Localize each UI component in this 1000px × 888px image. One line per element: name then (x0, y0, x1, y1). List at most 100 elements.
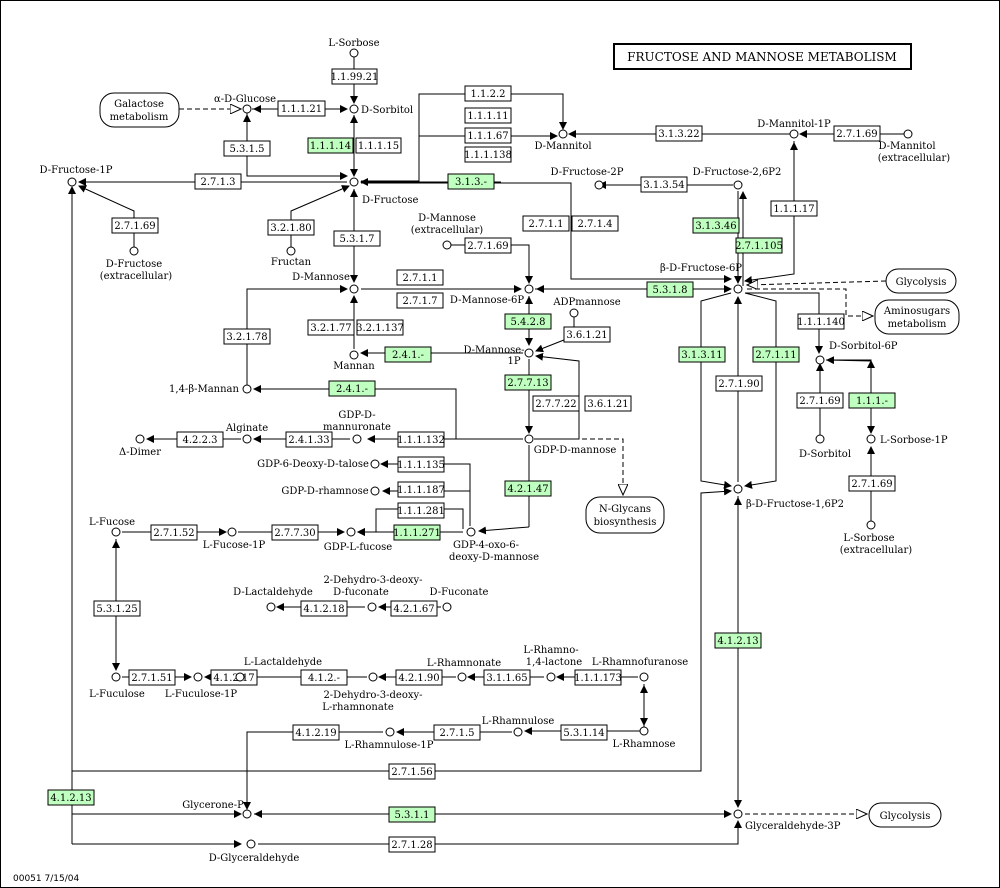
compound-node[interactable] (370, 486, 380, 496)
compound-node[interactable] (789, 129, 799, 139)
enzyme-box-e-5-3-1-8[interactable]: 5.3.1.8 (646, 281, 694, 298)
compound-node[interactable] (639, 726, 649, 736)
compound-node[interactable] (815, 434, 825, 444)
enzyme-box-e-2-7-7-13[interactable]: 2.7.7.13 (504, 374, 552, 391)
enzyme-box-e-2-7-1-90[interactable]: 2.7.1.90 (715, 375, 763, 392)
enzyme-box-e-4-1-2-18[interactable]: 4.1.2.18 (300, 600, 348, 617)
enzyme-box-e-1-1-1-187[interactable]: 1.1.1.187 (397, 481, 445, 498)
pathway-glycolysis-top[interactable]: Glycolysis (885, 268, 957, 294)
enzyme-box-e-2-7-1-5[interactable]: 2.7.1.5 (433, 724, 481, 741)
enzyme-box-e-4-2-1-67[interactable]: 4.2.1.67 (390, 600, 438, 617)
compound-node[interactable] (457, 672, 467, 682)
enzyme-box-e-3-1-1-65[interactable]: 3.1.1.65 (483, 669, 531, 686)
enzyme-box-e-4-1-2-x[interactable]: 4.1.2.- (300, 669, 348, 686)
compound-node[interactable] (903, 129, 913, 139)
compound-node[interactable] (242, 809, 252, 819)
enzyme-box-e-1-1-1-67[interactable]: 1.1.1.67 (464, 127, 512, 144)
enzyme-box-e-2-7-1-69-e[interactable]: 2.7.1.69 (848, 475, 896, 492)
enzyme-box-e-3-2-1-137[interactable]: 3.2.1.137 (356, 319, 404, 336)
enzyme-box-e-1-1-1-132[interactable]: 1.1.1.132 (397, 431, 445, 448)
enzyme-box-e-2-4-1-x-a[interactable]: 2.4.1.- (384, 346, 432, 363)
compound-node[interactable] (67, 177, 77, 187)
compound-node[interactable] (129, 246, 139, 256)
compound-node[interactable] (639, 672, 649, 682)
compound-node[interactable] (733, 180, 743, 190)
enzyme-box-e-1-1-1-271[interactable]: 1.1.1.271 (393, 524, 441, 541)
pathway-glycolysis-bottom[interactable]: Glycolysis (868, 802, 942, 828)
enzyme-box-e-2-7-7-22[interactable]: 2.7.7.22 (532, 395, 580, 412)
compound-node[interactable] (524, 348, 534, 358)
enzyme-box-e-3-6-1-21-b[interactable]: 3.6.1.21 (584, 395, 632, 412)
compound-node[interactable] (286, 246, 296, 256)
enzyme-box-e-2-7-1-1-b[interactable]: 2.7.1.1 (396, 269, 444, 286)
enzyme-box-e-3-1-3-11[interactable]: 3.1.3.11 (678, 346, 726, 363)
compound-node[interactable] (349, 104, 359, 114)
enzyme-box-e-1-1-1-11[interactable]: 1.1.1.11 (464, 107, 512, 124)
enzyme-box-e-2-7-1-3[interactable]: 2.7.1.3 (194, 173, 242, 190)
pathway-aminosugars-metabolism[interactable]: Aminosugars metabolism (874, 299, 960, 335)
compound-node[interactable] (558, 129, 568, 139)
compound-node[interactable] (442, 602, 452, 612)
compound-node[interactable] (352, 434, 362, 444)
enzyme-box-e-2-4-1-x-b[interactable]: 2.4.1.- (328, 380, 376, 397)
enzyme-box-e-3-2-1-80[interactable]: 3.2.1.80 (267, 219, 315, 236)
compound-node[interactable] (466, 527, 476, 537)
enzyme-box-e-1-1-1-14[interactable]: 1.1.1.14 (307, 137, 354, 154)
enzyme-box-e-1-1-99-21[interactable]: 1.1.99.21 (331, 68, 379, 85)
compound-node[interactable] (242, 384, 252, 394)
compound-node[interactable] (524, 284, 534, 294)
compound-node[interactable] (242, 104, 252, 114)
enzyme-box-e-4-1-2-13-b[interactable]: 4.1.2.13 (47, 789, 95, 806)
compound-node[interactable] (569, 308, 579, 318)
enzyme-box-e-5-4-2-8[interactable]: 5.4.2.8 (504, 313, 552, 330)
compound-node[interactable] (349, 177, 359, 187)
enzyme-box-e-1-1-1-138[interactable]: 1.1.1.138 (464, 146, 512, 163)
compound-node[interactable] (546, 672, 556, 682)
compound-node[interactable] (227, 527, 237, 537)
compound-node[interactable] (815, 355, 825, 365)
compound-node[interactable] (349, 48, 359, 58)
compound-node[interactable] (367, 602, 377, 612)
enzyme-box-e-2-7-1-56[interactable]: 2.7.1.56 (388, 763, 436, 780)
enzyme-box-e-1-1-1-15[interactable]: 1.1.1.15 (355, 137, 402, 154)
compound-node[interactable] (346, 527, 356, 537)
compound-node[interactable] (594, 180, 604, 190)
compound-node[interactable] (246, 839, 256, 849)
compound-node[interactable] (242, 434, 252, 444)
compound-node[interactable] (733, 484, 743, 494)
enzyme-box-e-3-2-1-77[interactable]: 3.2.1.77 (307, 319, 355, 336)
enzyme-box-e-5-3-1-1[interactable]: 5.3.1.1 (388, 806, 436, 823)
enzyme-box-e-2-7-1-51[interactable]: 2.7.1.51 (128, 669, 176, 686)
enzyme-box-e-1-1-1-21[interactable]: 1.1.1.21 (277, 100, 326, 117)
compound-node[interactable] (135, 434, 145, 444)
compound-node[interactable] (349, 284, 359, 294)
enzyme-box-e-3-1-3-46[interactable]: 3.1.3.46 (692, 217, 740, 234)
enzyme-box-e-5-3-1-7[interactable]: 5.3.1.7 (333, 230, 381, 247)
enzyme-box-e-1-1-1-135[interactable]: 1.1.1.135 (397, 456, 445, 473)
enzyme-box-e-4-1-2-17[interactable]: 4.1.2.17 (210, 669, 258, 686)
pathway-galactose-metabolism[interactable]: Galactose metabolism (99, 92, 180, 128)
enzyme-box-e-4-1-2-13-a[interactable]: 4.1.2.13 (714, 632, 762, 649)
compound-node[interactable] (385, 727, 395, 737)
compound-node[interactable] (111, 527, 121, 537)
enzyme-box-e-3-1-3-22[interactable]: 3.1.3.22 (655, 125, 703, 142)
compound-node[interactable] (235, 672, 245, 682)
compound-node[interactable] (266, 602, 276, 612)
enzyme-box-e-5-3-1-14[interactable]: 5.3.1.14 (560, 724, 608, 741)
compound-node[interactable] (524, 434, 534, 444)
enzyme-box-e-1-1-1-173[interactable]: 1.1.1.173 (574, 669, 622, 686)
compound-node[interactable] (193, 672, 203, 682)
enzyme-box-e-1-1-2-2[interactable]: 1.1.2.2 (464, 85, 512, 102)
enzyme-box-e-4-2-1-47[interactable]: 4.2.1.47 (504, 480, 552, 497)
enzyme-box-e-4-1-2-19[interactable]: 4.1.2.19 (292, 724, 340, 741)
compound-node[interactable] (442, 240, 452, 250)
compound-node[interactable] (513, 727, 523, 737)
compound-node[interactable] (370, 459, 380, 469)
compound-node[interactable] (866, 520, 876, 530)
enzyme-box-e-2-4-1-33[interactable]: 2.4.1.33 (285, 431, 333, 448)
enzyme-box-e-2-7-1-69-a[interactable]: 2.7.1.69 (833, 125, 881, 142)
compound-node[interactable] (733, 284, 743, 294)
compound-node[interactable] (111, 672, 121, 682)
enzyme-box-e-2-7-1-69-c[interactable]: 2.7.1.69 (464, 237, 512, 254)
compound-node[interactable] (733, 809, 743, 819)
